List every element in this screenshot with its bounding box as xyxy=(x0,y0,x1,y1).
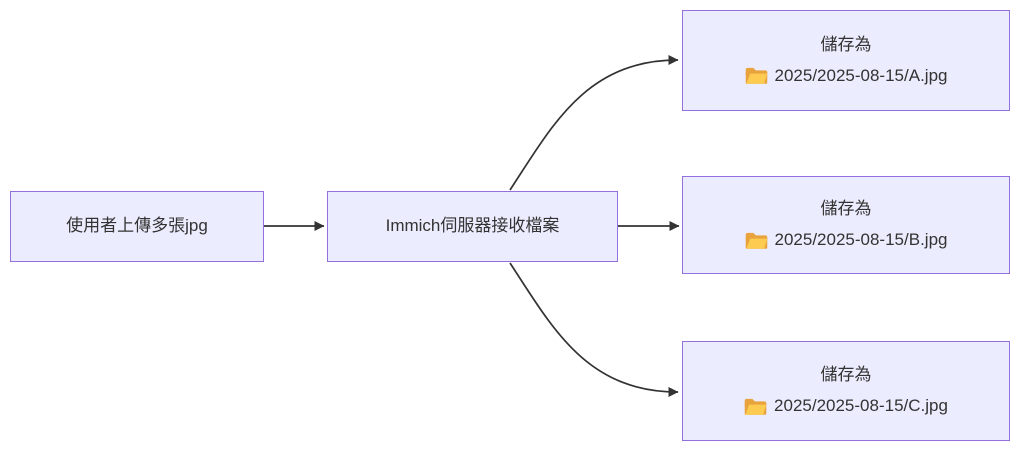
node-save-b-title: 儲存為 xyxy=(820,199,872,219)
node-save-a: 儲存為 2025/2025-08-15/A.jpg xyxy=(682,10,1010,111)
node-user-upload: 使用者上傳多張jpg xyxy=(10,191,264,262)
edge-server-to-save-c xyxy=(509,262,679,397)
node-immich-server-label: Immich伺服器接收檔案 xyxy=(385,216,560,236)
open-folder-icon xyxy=(744,397,767,416)
open-folder-icon xyxy=(745,66,768,85)
edge-server-to-save-a xyxy=(509,55,679,191)
open-folder-icon xyxy=(745,231,768,250)
node-save-c-title: 儲存為 xyxy=(820,365,872,385)
node-save-c: 儲存為 2025/2025-08-15/C.jpg xyxy=(682,341,1010,441)
node-immich-server: Immich伺服器接收檔案 xyxy=(327,191,618,262)
node-save-a-path: 2025/2025-08-15/A.jpg xyxy=(774,65,948,85)
node-save-a-title: 儲存為 xyxy=(820,34,872,54)
node-save-b-path: 2025/2025-08-15/B.jpg xyxy=(774,230,948,249)
node-save-b: 儲存為 2025/2025-08-15/B.jpg xyxy=(682,176,1010,274)
node-user-upload-label: 使用者上傳多張jpg xyxy=(66,216,208,236)
node-save-c-path: 2025/2025-08-15/C.jpg xyxy=(774,396,948,415)
